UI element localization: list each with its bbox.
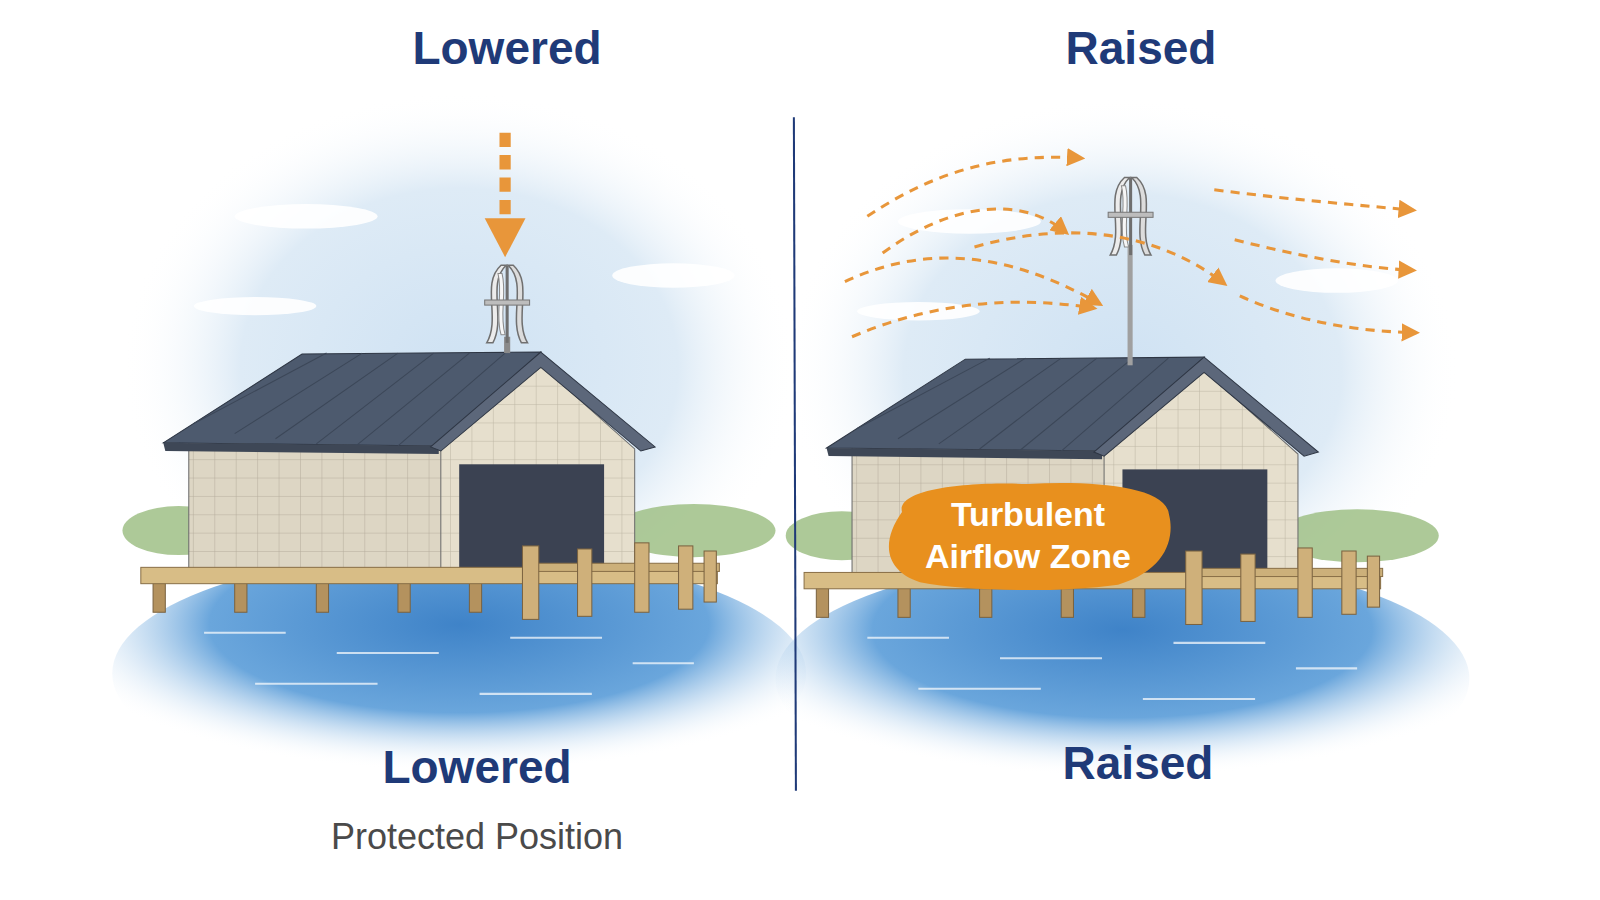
blob-shape bbox=[878, 477, 1178, 594]
wind-arrows bbox=[974, 233, 1224, 284]
left-scene bbox=[499, 133, 510, 217]
blob-shape bbox=[889, 483, 1171, 590]
left-scene bbox=[485, 265, 530, 343]
wind-arrows bbox=[845, 157, 1416, 337]
wind-arrows bbox=[852, 302, 1094, 337]
right-scene bbox=[776, 97, 1470, 801]
right-scene bbox=[1108, 178, 1153, 256]
wind-arrows bbox=[1240, 296, 1417, 333]
right-scene bbox=[776, 97, 1470, 801]
callout-blob: Turbulent Airflow Zone bbox=[878, 477, 1178, 594]
position-label: Lowered bbox=[382, 741, 571, 794]
wind-arrows bbox=[845, 258, 1100, 304]
panel-divider bbox=[794, 117, 796, 790]
left-scene bbox=[112, 92, 806, 796]
wind-arrows bbox=[1235, 240, 1414, 271]
panel-heading: Lowered bbox=[412, 22, 601, 75]
left-scene bbox=[112, 92, 806, 796]
callout-text: Turbulent Airflow Zone bbox=[908, 493, 1148, 578]
left-scene bbox=[485, 218, 526, 257]
panel-heading: Raised bbox=[1066, 22, 1217, 75]
position-label: Raised bbox=[1063, 737, 1214, 790]
right-scene bbox=[1128, 245, 1133, 365]
position-caption: Protected Position bbox=[331, 816, 623, 857]
wind-arrows bbox=[867, 157, 1081, 216]
wind-arrows bbox=[1214, 190, 1413, 210]
